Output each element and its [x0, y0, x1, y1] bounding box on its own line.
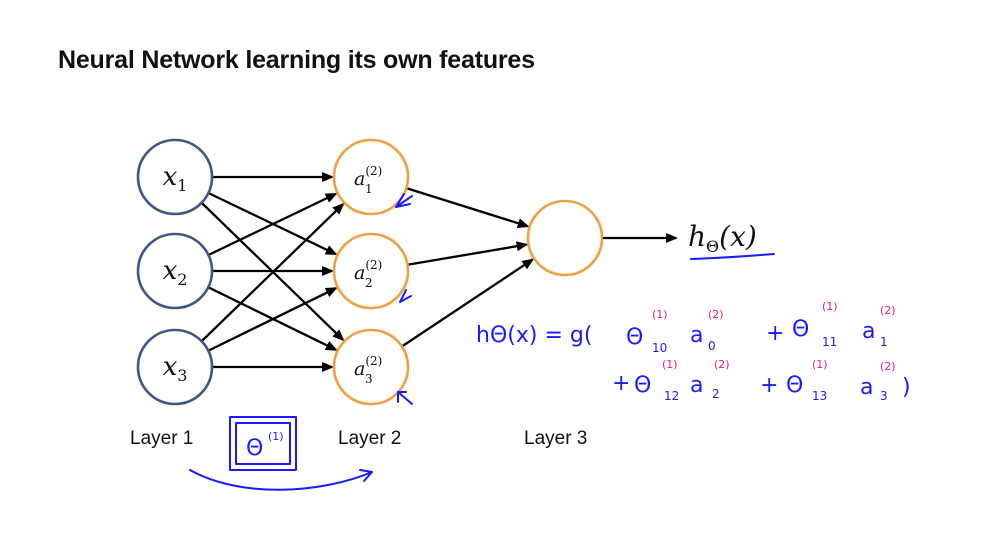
svg-text:(2): (2): [880, 304, 896, 317]
svg-text:a: a: [690, 373, 703, 398]
layer-label-2: Layer 2: [338, 428, 401, 449]
boxed-theta-annotation: Θ (1): [189, 416, 373, 491]
svg-text:3: 3: [880, 389, 888, 403]
edges: [200, 172, 535, 372]
edge-a2-out: [407, 241, 529, 266]
svg-text:Θ: Θ: [626, 325, 643, 350]
svg-text:10: 10: [652, 341, 667, 355]
hidden-node-pointer-arrows: [395, 193, 413, 405]
svg-text:(1): (1): [812, 358, 828, 371]
edge-x3-a1: [200, 202, 345, 343]
svg-text:x2: x2: [163, 256, 188, 289]
svg-text:Θ: Θ: [634, 373, 651, 398]
svg-text:x3: x3: [163, 352, 188, 385]
layer-label-1: Layer 1: [130, 428, 193, 449]
svg-text:): ): [902, 375, 911, 400]
svg-text:2: 2: [712, 387, 720, 401]
input-node-x1: x1: [136, 138, 214, 216]
hidden-node-a3: a(2)3: [332, 328, 410, 406]
svg-text:11: 11: [822, 335, 837, 349]
svg-text:a: a: [862, 319, 875, 344]
slide-title: Neural Network learning its own features: [58, 46, 535, 74]
edge-x3-a2: [207, 287, 338, 352]
svg-text:a: a: [860, 375, 873, 400]
svg-text:(1): (1): [652, 308, 668, 321]
svg-text:13: 13: [812, 389, 827, 403]
svg-text:(1): (1): [268, 430, 284, 443]
svg-text:(1): (1): [662, 358, 678, 371]
svg-text:a: a: [690, 323, 703, 348]
svg-text:+: +: [612, 371, 630, 396]
edge-a1-out: [405, 187, 530, 229]
svg-text:hΘ(x) = g(: hΘ(x) = g(: [476, 323, 592, 348]
input-node-x3: x3: [136, 328, 214, 406]
svg-text:a(2)2: a(2)2: [354, 258, 382, 290]
svg-text:a(2)1: a(2)1: [354, 164, 382, 196]
output-label: hΘ(x): [688, 220, 757, 256]
hidden-node-a1: a(2)1: [332, 138, 410, 216]
output-underline: [690, 253, 775, 260]
edge-x2-a1: [207, 192, 338, 257]
hidden-node-a2: a(2)2: [332, 232, 410, 310]
svg-text:a(2)3: a(2)3: [354, 354, 382, 386]
layer-label-3: Layer 3: [524, 428, 587, 449]
input-node-x2: x2: [136, 232, 214, 310]
edge-a3-out: [401, 258, 535, 348]
svg-text:+: +: [760, 373, 778, 398]
svg-text:(1): (1): [822, 300, 838, 313]
svg-text:(2): (2): [708, 308, 724, 321]
output-node: [526, 199, 604, 277]
svg-text:(2): (2): [880, 360, 896, 373]
svg-text:1: 1: [880, 335, 888, 349]
svg-text:Θ: Θ: [246, 436, 263, 461]
svg-text:+: +: [766, 321, 784, 346]
svg-text:12: 12: [664, 389, 679, 403]
handwritten-equation: hΘ(x) = g( Θ (1) 10 a (2) 0 + Θ (1) 11 a…: [476, 300, 911, 403]
layer-transition-arrow: [189, 469, 373, 491]
svg-text:(2): (2): [714, 358, 730, 371]
svg-text:0: 0: [708, 339, 716, 353]
svg-text:x1: x1: [163, 162, 188, 195]
svg-text:Θ: Θ: [792, 317, 809, 342]
svg-text:Θ: Θ: [786, 373, 803, 398]
